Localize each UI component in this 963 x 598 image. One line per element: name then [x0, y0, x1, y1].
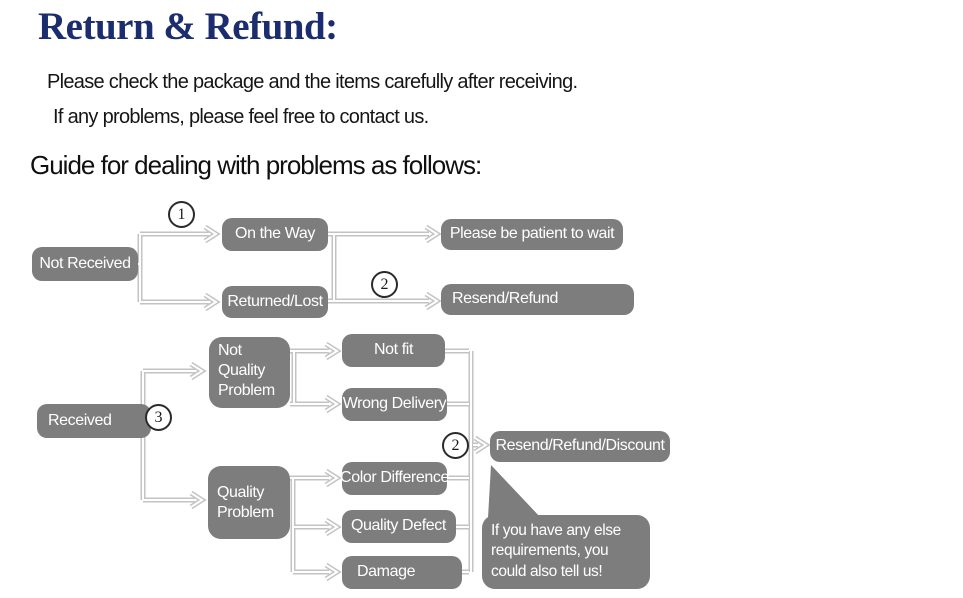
intro-line-1: Please check the package and the items c…	[47, 71, 578, 93]
node-label: Quality Defect	[351, 517, 446, 535]
step-number: 1	[177, 205, 186, 223]
node-label: Not fit	[374, 341, 413, 359]
node-label: Received	[48, 411, 112, 429]
node-label: Wrong Delivery	[342, 395, 447, 413]
node-label: Color Difference	[340, 469, 449, 487]
node-wrong-delivery: Wrong Delivery	[342, 388, 447, 421]
node-color-difference: Color Difference	[340, 462, 449, 495]
node-label: Please be patient to wait	[449, 225, 615, 243]
node-label: Not Quality Problem	[218, 342, 275, 399]
step-marker-1: 1	[168, 201, 195, 228]
step-number: 3	[154, 408, 163, 426]
node-label: Quality Problem	[217, 483, 274, 521]
node-resend-refund: Resend/Refund	[441, 284, 634, 315]
note-bubble: If you have any else requirements, you c…	[482, 515, 650, 589]
node-quality-defect: Quality Defect	[342, 510, 456, 543]
node-label: Damage	[357, 563, 416, 581]
node-please-be-patient: Please be patient to wait	[441, 219, 623, 250]
node-returned-lost: Returned/Lost	[222, 286, 328, 318]
step-number: 2	[451, 436, 460, 454]
node-label: Resend/Refund/Discount	[495, 437, 665, 455]
node-label: Resend/Refund	[452, 290, 558, 308]
intro-line-2: If any problems, please feel free to con…	[53, 106, 429, 128]
step-number: 2	[380, 275, 389, 293]
step-marker-2-top: 2	[371, 271, 398, 298]
step-marker-2-bottom: 2	[442, 432, 469, 459]
page-title: Return & Refund:	[38, 5, 338, 48]
node-damage: Damage	[342, 556, 462, 589]
node-not-received: Not Received	[32, 247, 138, 281]
node-on-the-way: On the Way	[222, 218, 328, 251]
node-label: Returned/Lost	[227, 292, 323, 310]
node-quality-problem: Quality Problem	[208, 466, 290, 539]
node-resend-refund-discount: Resend/Refund/Discount	[490, 431, 670, 462]
node-label: Not Received	[39, 254, 131, 272]
node-not-quality-problem: Not Quality Problem	[209, 337, 290, 408]
guide-heading: Guide for dealing with problems as follo…	[30, 150, 482, 180]
node-not-fit: Not fit	[342, 334, 445, 367]
node-received: Received	[37, 404, 151, 438]
note-bubble-tail	[488, 465, 541, 518]
step-marker-3: 3	[145, 404, 172, 431]
node-label: On the Way	[235, 225, 315, 243]
